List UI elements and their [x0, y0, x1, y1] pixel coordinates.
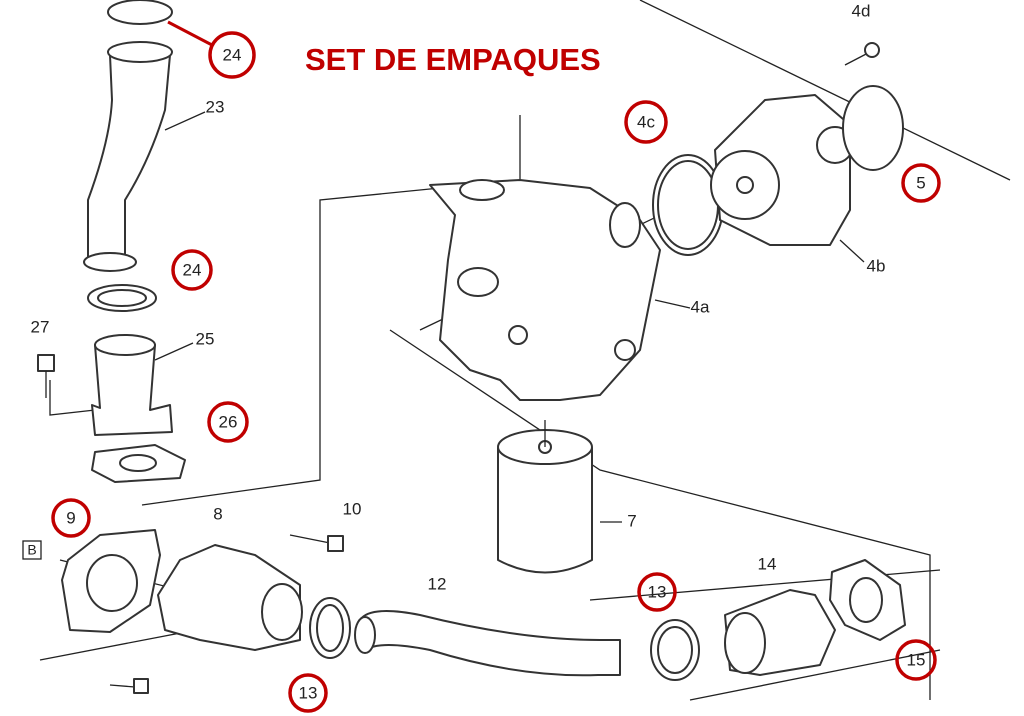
- gasket-26: [91, 444, 186, 483]
- label-10: 10: [343, 499, 362, 518]
- label-23: 23: [206, 97, 225, 116]
- elbow-8: [157, 544, 303, 651]
- oring-5: [842, 85, 904, 171]
- oring-4c: [652, 154, 724, 256]
- label-4d: 4d: [852, 1, 871, 20]
- hose-12: [354, 610, 621, 677]
- bolt-4d: [844, 42, 880, 66]
- pump-housing-4a: [429, 179, 661, 401]
- label-25: 25: [196, 329, 215, 348]
- callout-24: 24: [183, 260, 202, 279]
- ring-13-left: [309, 597, 351, 659]
- callout-circle: [171, 249, 213, 291]
- label-4b: 4b: [867, 256, 886, 275]
- label-27: 27: [31, 317, 50, 336]
- callout-circle: [288, 673, 328, 713]
- elbow-14: [724, 589, 836, 676]
- diagram-title: SET DE EMPAQUES: [305, 42, 601, 77]
- bolt-10: [289, 534, 344, 552]
- callout-15: 15: [907, 650, 926, 669]
- callout-circle: [51, 498, 91, 538]
- pipe-23: [83, 0, 173, 272]
- filter-7: [497, 420, 593, 574]
- callout-circle: [637, 572, 677, 612]
- impeller-4b: [710, 94, 854, 246]
- callout-5: 5: [916, 173, 925, 192]
- callout-circle: [624, 100, 668, 144]
- label-7: 7: [627, 511, 636, 530]
- callout-9: 9: [66, 508, 75, 527]
- reference-box-label: B: [27, 542, 36, 558]
- label-4a: 4a: [691, 297, 710, 316]
- bolt-lower: [109, 678, 149, 694]
- reference-box: [22, 540, 42, 560]
- callout-13-right: 13: [648, 582, 667, 601]
- label-12: 12: [428, 574, 447, 593]
- flange-gasket-15: [829, 559, 906, 641]
- callout-26: 26: [219, 412, 238, 431]
- elbow-25: [91, 334, 173, 436]
- callout-circle: [207, 401, 249, 443]
- callout-circle: [895, 639, 937, 681]
- callout-circle: [208, 31, 256, 79]
- gasket-ring-24: [87, 284, 157, 312]
- bolt-27: [37, 354, 55, 398]
- callout-circle: [901, 163, 941, 203]
- flange-gasket-9: [61, 529, 161, 633]
- callout-24-top: 24: [223, 45, 242, 64]
- callout-13-left: 13: [299, 683, 318, 702]
- callout-4c: 4c: [637, 112, 655, 131]
- callout-leader: [167, 20, 213, 47]
- part-labels: 23 27 25 8 10 12 7 14 4d 4b 4a: [31, 1, 886, 593]
- ring-13-right: [650, 619, 700, 681]
- gasket-callouts: 24 24 26 9 13 13 15 4c 5: [51, 31, 941, 713]
- label-14: 14: [758, 554, 777, 573]
- label-8: 8: [213, 504, 222, 523]
